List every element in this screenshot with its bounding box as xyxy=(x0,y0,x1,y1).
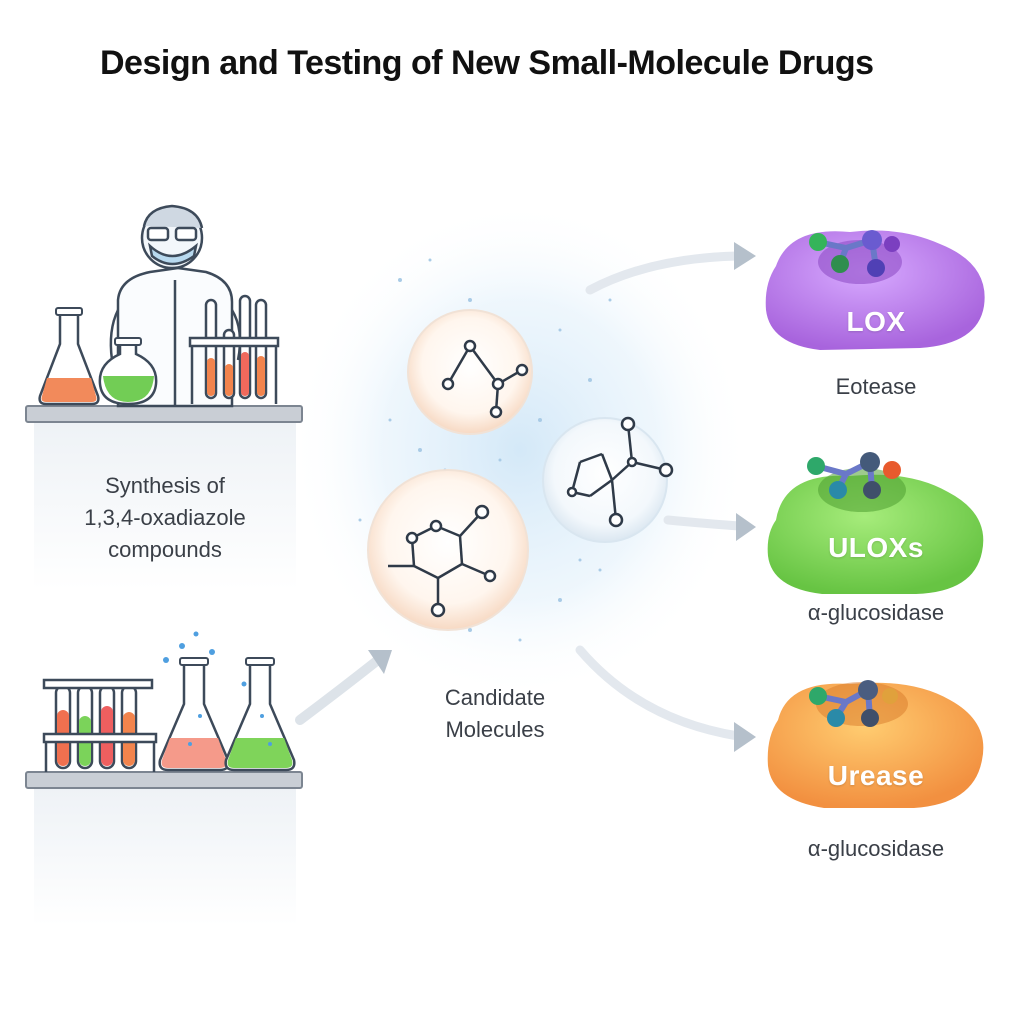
enzyme-lox-subtitle: Eotease xyxy=(835,374,917,399)
round-flask-green-icon xyxy=(98,337,158,406)
arrow-to-urease xyxy=(575,645,756,752)
molecule-bubble-2 xyxy=(542,416,674,543)
candidate-molecules-label: Candidate Molecules xyxy=(410,682,580,746)
lower-lab-bench xyxy=(25,771,303,926)
test-tube-rack-upper-icon xyxy=(188,294,280,404)
enzyme-uloxs-icon xyxy=(767,452,984,594)
upper-lab-bench xyxy=(25,405,303,590)
molecule-bubble-1 xyxy=(407,309,533,435)
test-tube-rack-lower-icon xyxy=(42,678,158,772)
molecule-bubble-3 xyxy=(367,469,529,631)
synthesis-label-line-2: 1,3,4-oxadiazole xyxy=(84,505,246,530)
synthesis-label-line-3: compounds xyxy=(108,537,222,562)
enzyme-urease-icon xyxy=(767,680,984,808)
erlenmeyer-flask-green-icon xyxy=(224,657,296,772)
enzyme-lox-icon xyxy=(765,230,985,350)
arrow-to-lox xyxy=(585,242,756,295)
glow-background xyxy=(290,200,750,700)
synthesis-label: Synthesis of 1,3,4-oxadiazole compounds xyxy=(60,470,270,566)
enzyme-urease-name: Urease xyxy=(827,760,925,791)
enzyme-urease-subtitle: α-glucosidase xyxy=(807,836,945,861)
synthesis-label-line-1: Synthesis of xyxy=(105,473,225,498)
arrow-to-candidates xyxy=(295,650,392,725)
erlenmeyer-flask-orange-icon xyxy=(38,307,100,406)
candidate-label-line-1: Candidate xyxy=(444,685,546,710)
arrow-to-uloxs xyxy=(663,513,756,541)
enzyme-uloxs-name: ULOXs xyxy=(828,532,924,563)
erlenmeyer-flask-pink-icon xyxy=(158,631,230,772)
candidate-label-line-2: Molecules xyxy=(445,717,545,742)
page-title: Design and Testing of New Small-Molecule… xyxy=(100,44,874,82)
enzyme-uloxs-subtitle: α-glucosidase xyxy=(807,600,945,625)
enzyme-lox-name: LOX xyxy=(846,306,906,337)
